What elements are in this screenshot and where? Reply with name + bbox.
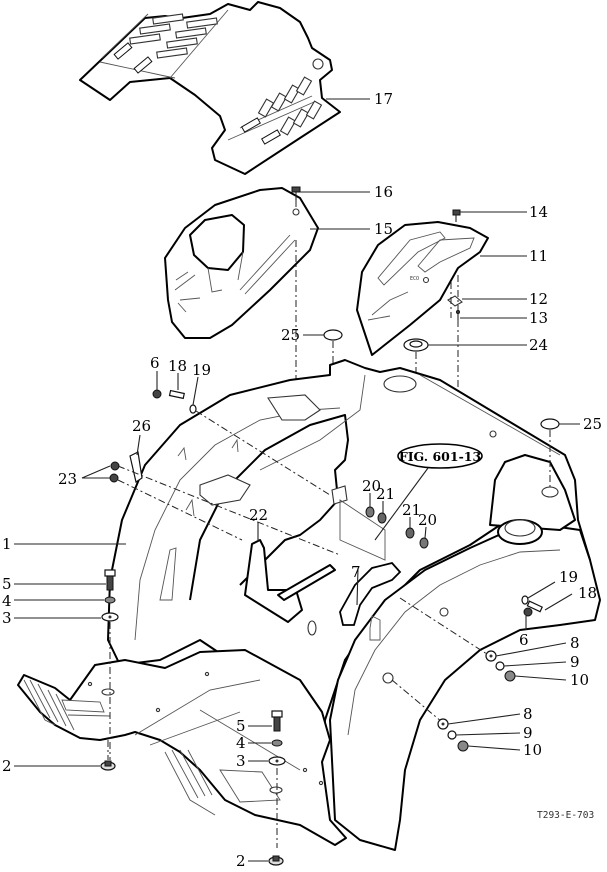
clip-12[interactable] <box>447 295 463 307</box>
bolt-6-upper[interactable] <box>152 389 162 399</box>
callout-24: 24 <box>529 336 548 354</box>
cap-25-right[interactable] <box>540 418 560 430</box>
callout-21-b: 21 <box>402 501 421 519</box>
callout-1: 1 <box>2 535 12 553</box>
lock-washer-4-left[interactable] <box>104 596 116 604</box>
callout-13: 13 <box>529 309 548 327</box>
callout-9-lower: 9 <box>523 724 533 742</box>
nut-21-b[interactable] <box>405 527 415 539</box>
figure-reference[interactable]: FIG. 601-13 <box>374 443 483 541</box>
washer-19-right[interactable] <box>521 595 529 605</box>
mat-treads <box>113 13 324 145</box>
washer-3-left[interactable] <box>101 612 119 622</box>
bolt-23-a[interactable] <box>110 461 120 471</box>
screw-16[interactable] <box>291 186 301 200</box>
callout-22: 22 <box>249 506 268 524</box>
callout-25-right: 25 <box>583 415 602 433</box>
bolt-23-b[interactable] <box>109 473 119 483</box>
callout-18-upper: 18 <box>168 357 187 375</box>
callout-20-b: 20 <box>418 511 437 529</box>
floor-mat-17[interactable] <box>79 1 341 175</box>
screw-13[interactable] <box>456 310 460 321</box>
washer-3-center[interactable] <box>268 756 286 766</box>
screw-14[interactable] <box>452 209 461 222</box>
callout-2-left: 2 <box>2 757 12 775</box>
callout-10-lower: 10 <box>523 741 542 759</box>
callout-15: 15 <box>374 220 393 238</box>
washer-20-a[interactable] <box>365 506 375 518</box>
svg-text:FIG. 601-13: FIG. 601-13 <box>399 449 481 464</box>
callout-3-left: 3 <box>2 609 12 627</box>
rubber-mount-2-center[interactable] <box>268 855 284 866</box>
grommet-24[interactable] <box>403 338 429 352</box>
handle-7[interactable] <box>339 561 402 626</box>
callout-18-right: 18 <box>578 584 597 602</box>
callout-17: 17 <box>374 90 393 108</box>
callout-21-a: 21 <box>376 485 395 503</box>
right-fender-cover-11[interactable]: ECO <box>356 221 489 356</box>
bolt-5-center[interactable] <box>271 710 283 732</box>
stay-22[interactable] <box>244 539 336 623</box>
nut-10-lower[interactable] <box>457 740 469 752</box>
callout-6-upper: 6 <box>150 354 160 372</box>
nut-21-a[interactable] <box>377 512 387 524</box>
callout-14: 14 <box>529 203 548 221</box>
callout-7: 7 <box>351 563 361 581</box>
washer-9-lower[interactable] <box>447 730 457 740</box>
collar-18-upper[interactable] <box>168 389 185 400</box>
washer-19-upper[interactable] <box>189 404 197 414</box>
callout-5-left: 5 <box>2 575 12 593</box>
callout-12: 12 <box>529 290 548 308</box>
cap-25-left[interactable] <box>323 329 343 341</box>
rubber-mount-2-left[interactable] <box>100 760 116 771</box>
bracket-26[interactable] <box>129 451 143 483</box>
floor-pan[interactable] <box>17 649 347 846</box>
callout-20-a: 20 <box>362 477 381 495</box>
svg-text:ECO: ECO <box>410 276 419 282</box>
callout-9-upper: 9 <box>570 653 580 671</box>
callout-19-right: 19 <box>559 568 578 586</box>
callout-26: 26 <box>132 417 151 435</box>
callout-11: 11 <box>529 247 548 265</box>
callout-23: 23 <box>58 470 77 488</box>
callout-19-upper: 19 <box>192 361 211 379</box>
callout-5-center: 5 <box>236 717 246 735</box>
callout-8-upper: 8 <box>570 634 580 652</box>
callout-16: 16 <box>374 183 393 201</box>
lock-washer-4-center[interactable] <box>271 739 283 747</box>
drawing-code: T293-E-703 <box>537 810 594 821</box>
callout-6-right: 6 <box>519 631 529 649</box>
callout-4-center: 4 <box>236 734 246 752</box>
left-fender-cover-15[interactable] <box>164 187 319 339</box>
callout-2-center: 2 <box>236 852 246 870</box>
collar-18-right[interactable] <box>526 600 543 613</box>
bolt-6-right[interactable] <box>523 607 533 617</box>
bolt-5-left[interactable] <box>104 569 116 591</box>
washer-8-upper[interactable] <box>485 650 497 662</box>
washer-9-upper[interactable] <box>495 661 505 671</box>
callout-8-lower: 8 <box>523 705 533 723</box>
callout-4-left: 4 <box>2 592 12 610</box>
callout-10-upper: 10 <box>570 671 589 689</box>
callout-3-center: 3 <box>236 752 246 770</box>
washer-20-b[interactable] <box>419 537 429 549</box>
callout-25-left: 25 <box>281 326 300 344</box>
washer-8-lower[interactable] <box>437 718 449 730</box>
nut-10-upper[interactable] <box>504 670 516 682</box>
